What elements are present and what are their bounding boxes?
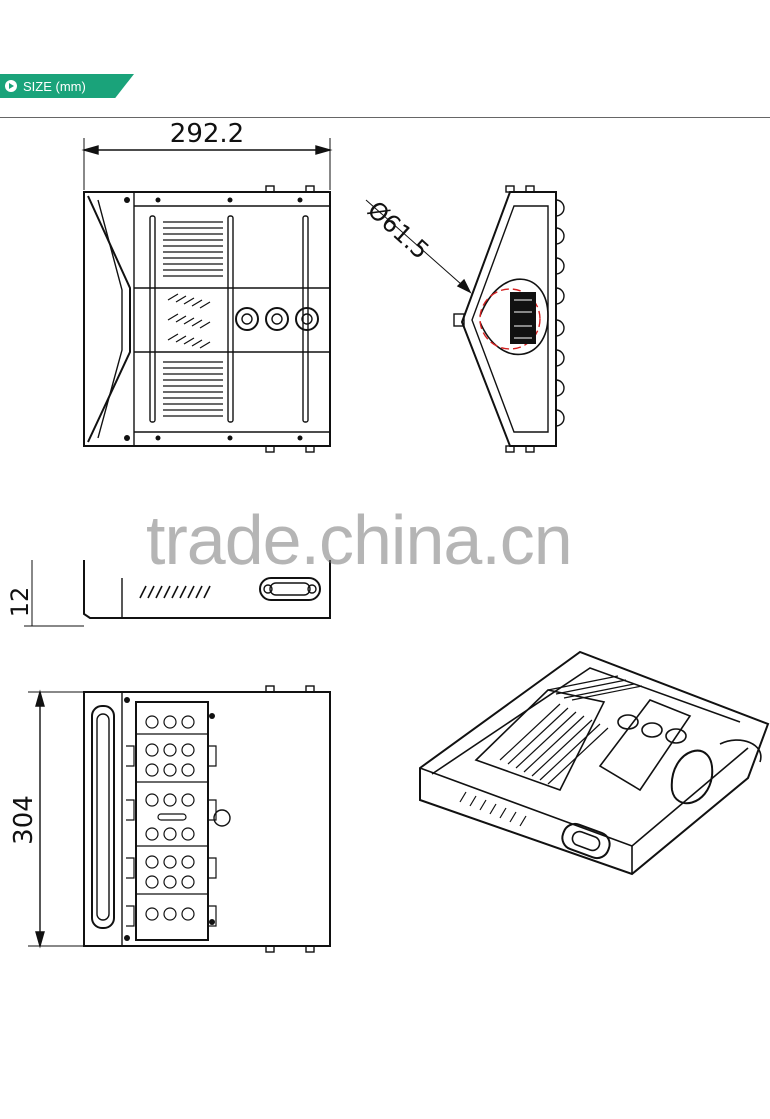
watermark-text: trade.china.cn bbox=[146, 501, 573, 579]
front-view: 12 bbox=[6, 560, 331, 627]
section-label: SIZE (mm) bbox=[23, 78, 86, 94]
height-dimension: 12 bbox=[6, 587, 34, 618]
depth-dimension: 304 bbox=[9, 795, 39, 845]
header-divider bbox=[0, 117, 770, 118]
isometric-view bbox=[419, 650, 770, 876]
section-tab: SIZE (mm) bbox=[0, 74, 134, 98]
play-circle-icon bbox=[5, 80, 17, 92]
led-array bbox=[126, 715, 217, 927]
width-dimension: 292.2 bbox=[170, 119, 244, 149]
side-view: Ø61.5 bbox=[362, 185, 565, 453]
diameter-dimension: Ø61.5 bbox=[362, 196, 434, 265]
top-view: 292.2 bbox=[81, 119, 333, 453]
bottom-view: 304 bbox=[9, 685, 331, 953]
